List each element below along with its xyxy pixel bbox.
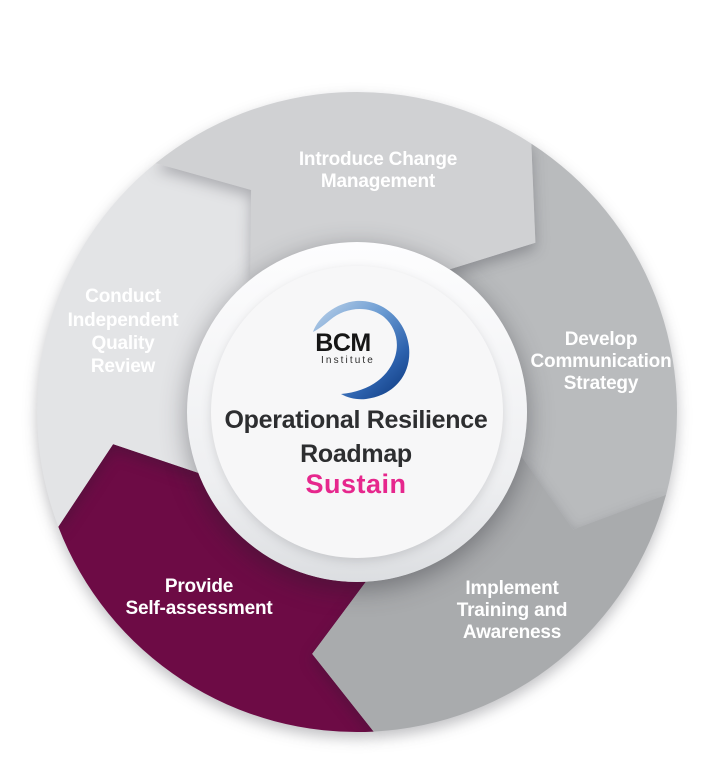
segment-label-line: Management xyxy=(321,171,436,192)
label-conduct-independent-quality-review: Conduct Independent Quality Review xyxy=(68,286,180,377)
phase-label: Sustain xyxy=(305,469,406,499)
segment-implement-training-and-awareness xyxy=(312,456,667,732)
diagram-title-line2: Roadmap xyxy=(300,440,412,468)
diagram-title-line1: Operational Resilience xyxy=(225,406,488,434)
segment-conduct-independent-quality-review xyxy=(37,163,252,527)
segment-provide-self-assessment xyxy=(58,444,374,733)
segment-label-line: Review xyxy=(91,356,156,377)
bcm-institute-logo: BCM Institute xyxy=(313,300,410,400)
segment-label-line: Communication xyxy=(531,351,672,372)
bcm-logo-text: BCM xyxy=(315,329,370,357)
center-disc xyxy=(211,266,503,558)
segment-label-line: Provide xyxy=(165,576,233,597)
segment-label-line: Strategy xyxy=(564,373,639,394)
center-titles: Operational Resilience Roadmap Sustain xyxy=(225,406,489,499)
label-implement-training-and-awareness: Implement Training and Awareness xyxy=(457,578,568,643)
bcm-logo-swoosh-icon xyxy=(313,300,410,400)
segment-label-line: Develop xyxy=(565,329,638,350)
label-introduce-change-management: Introduce Change Management xyxy=(299,149,458,192)
segment-label-line: Awareness xyxy=(463,622,561,643)
segment-labels: Introduce Change Management Develop Comm… xyxy=(68,149,672,643)
label-develop-communication-strategy: Develop Communication Strategy xyxy=(531,329,672,394)
label-provide-self-assessment: Provide Self-assessment xyxy=(126,576,274,619)
segment-develop-communication-strategy xyxy=(449,143,678,530)
segment-label-line: Introduce Change xyxy=(299,149,457,170)
segment-label-line: Self-assessment xyxy=(126,598,274,619)
bcm-logo-subtext: Institute xyxy=(321,355,375,366)
segment-label-line: Implement xyxy=(465,578,559,599)
segment-label-line: Quality xyxy=(91,333,155,354)
cycle-segments xyxy=(37,91,678,733)
segment-label-line: Conduct xyxy=(85,286,162,307)
segment-introduce-change-management xyxy=(155,91,536,280)
segment-label-line: Independent xyxy=(68,310,180,331)
segment-label-line: Training and xyxy=(457,600,568,621)
